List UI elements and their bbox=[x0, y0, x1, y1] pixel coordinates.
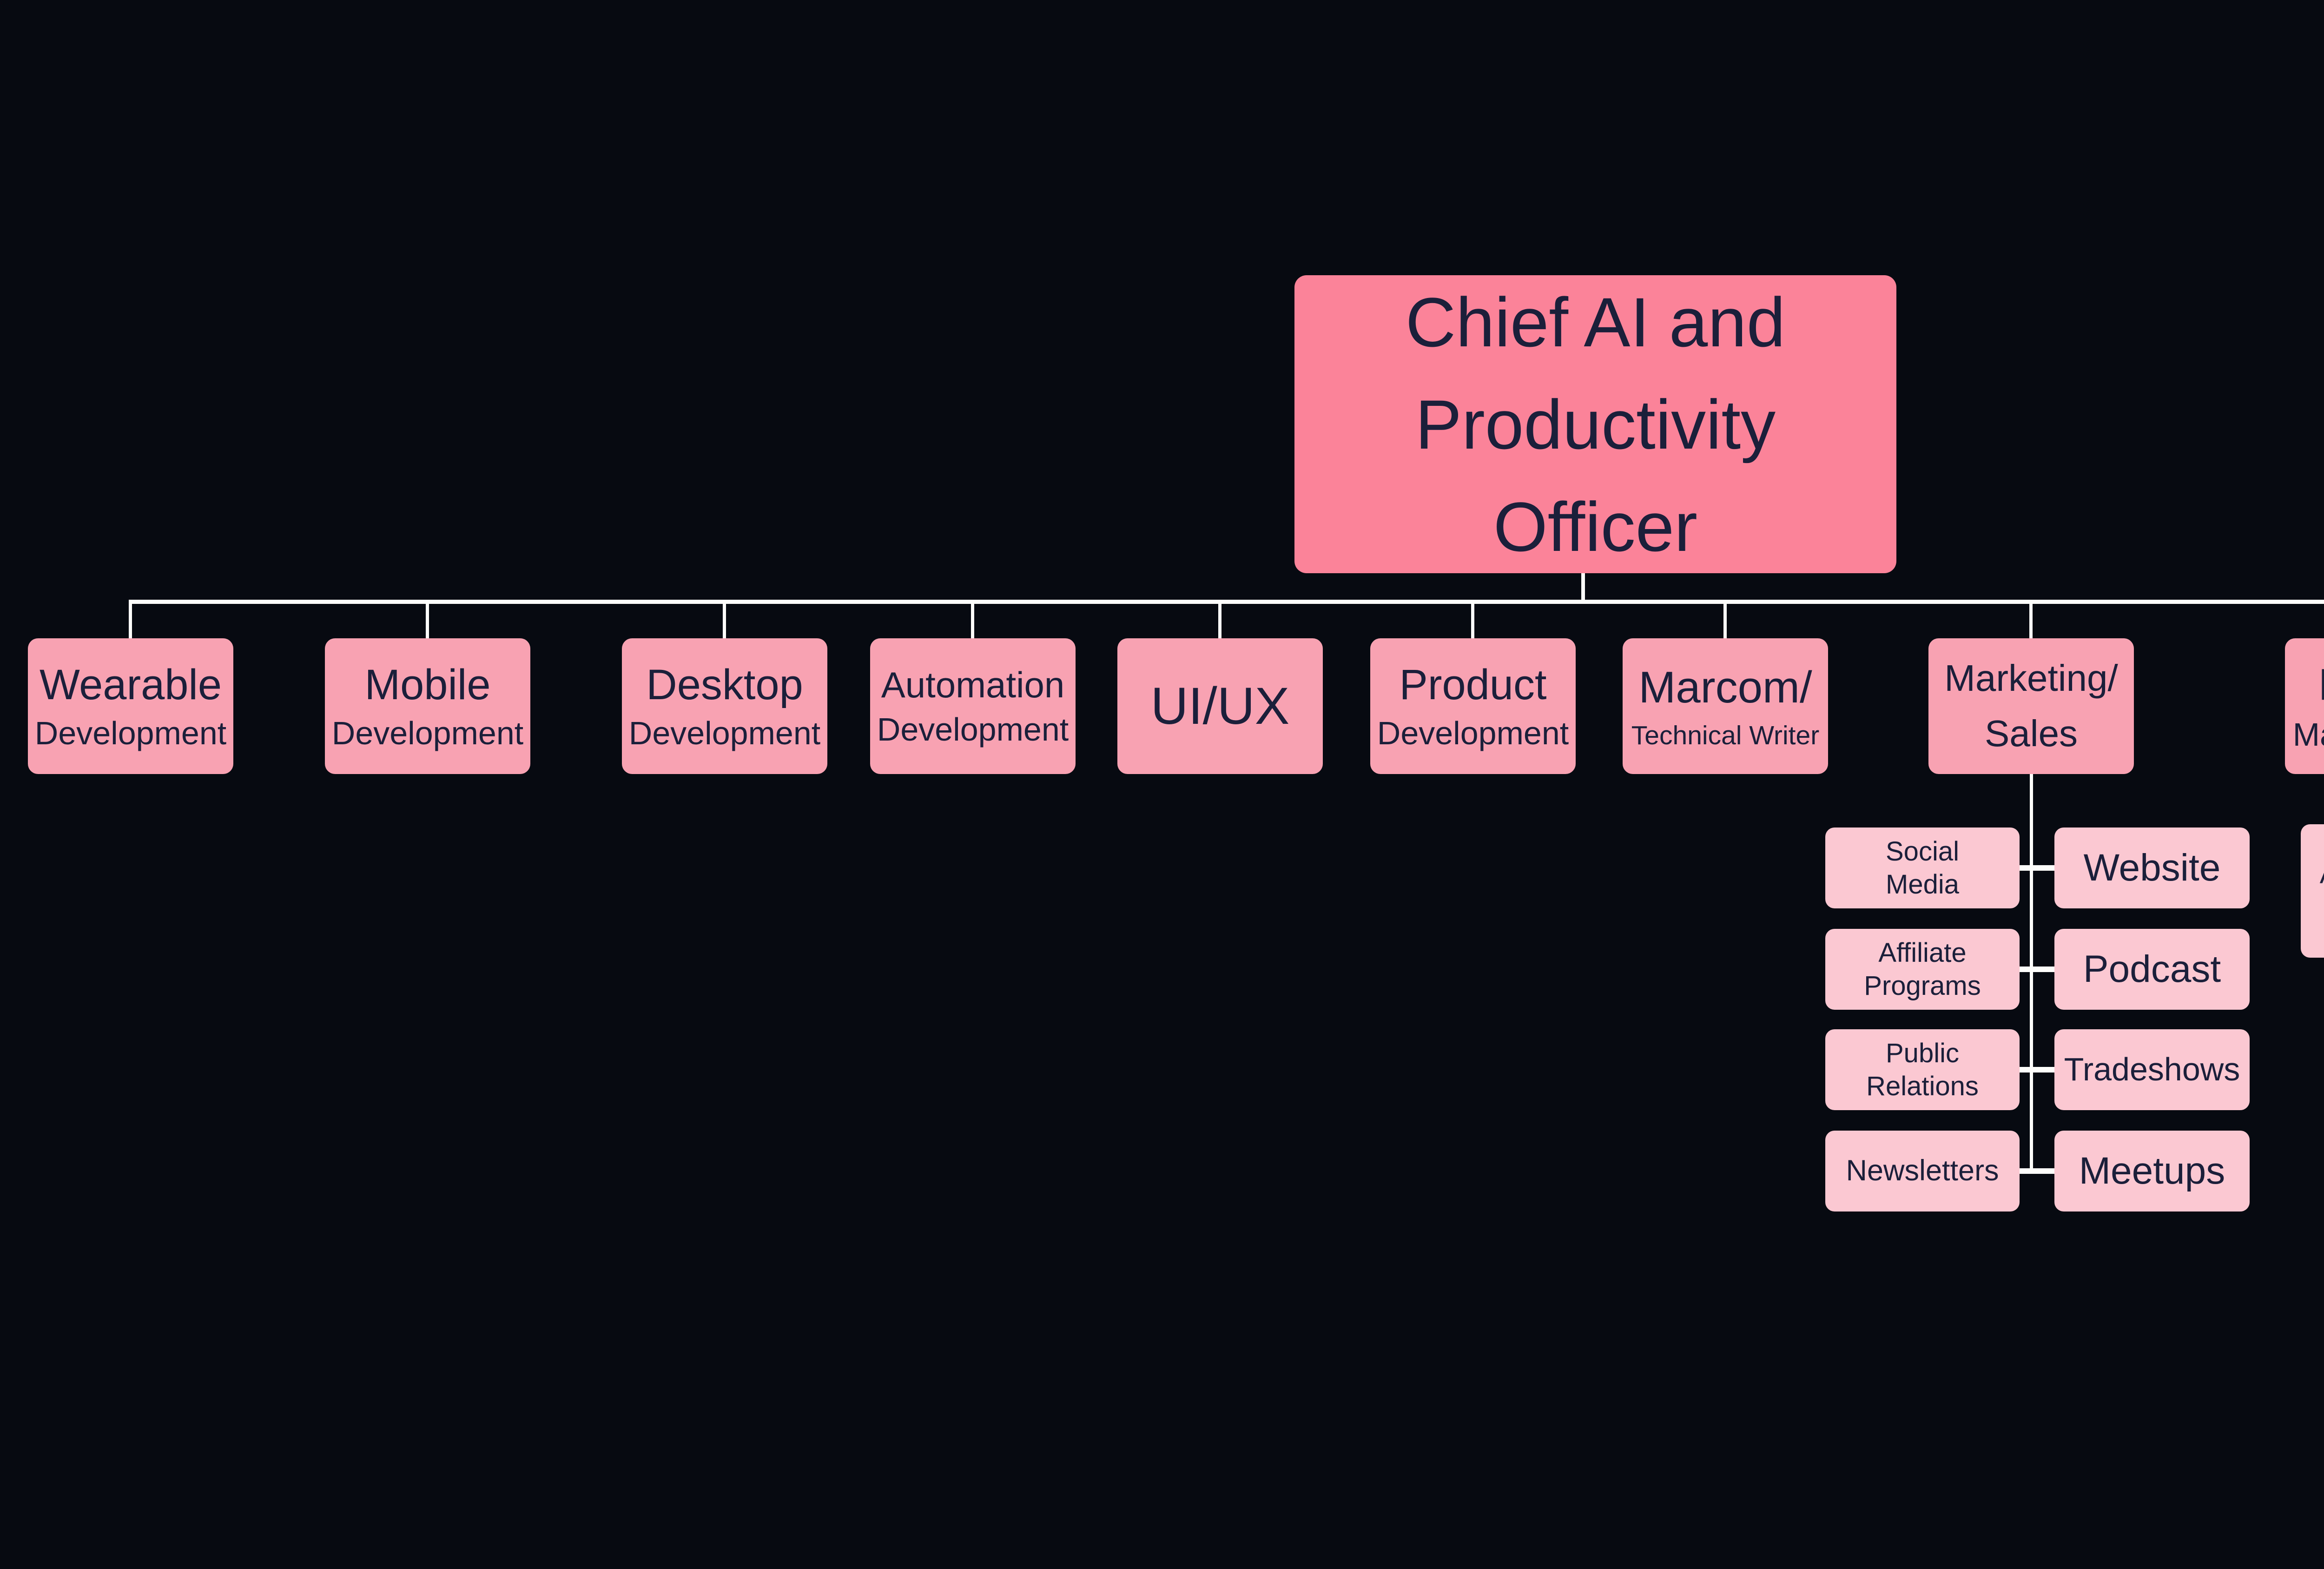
root-label-line3: Officer bbox=[1493, 487, 1697, 566]
org-node-root: Chief AI and Productivity Officer bbox=[1294, 275, 1896, 573]
dept-sublabel: Development bbox=[34, 715, 227, 751]
org-node-automation-development: Automation Development bbox=[870, 638, 1076, 774]
leaf-label: Public bbox=[1886, 1038, 1959, 1068]
dept-sublabel: Sales bbox=[1984, 713, 2078, 754]
dept-label: Marcom/ bbox=[1638, 662, 1812, 713]
org-node-project-management: Project Management bbox=[2285, 638, 2324, 774]
org-node-newsletters: Newsletters bbox=[1825, 1131, 2020, 1212]
connector-marketing-stub-1 bbox=[2020, 865, 2054, 871]
connector-bus bbox=[129, 600, 2324, 604]
org-node-automation-workflow: Automation Workflow bbox=[2301, 824, 2324, 958]
connector-drop-mobile bbox=[426, 602, 429, 639]
dept-sublabel: Development bbox=[877, 711, 1069, 748]
leaf-sublabel: Relations bbox=[1866, 1071, 1979, 1101]
org-node-website: Website bbox=[2054, 828, 2250, 908]
leaf-label: Affiliate bbox=[1878, 937, 1967, 968]
connector-marketing-vline bbox=[2030, 773, 2033, 1172]
connector-root-trunk bbox=[1581, 573, 1585, 601]
connector-marketing-stub-2 bbox=[2020, 967, 2054, 972]
leaf-label: Podcast bbox=[2083, 948, 2221, 991]
dept-label: Automation bbox=[881, 664, 1065, 706]
dept-label: UI/UX bbox=[1150, 677, 1290, 735]
connector-drop-wearable bbox=[129, 602, 132, 639]
org-node-podcast: Podcast bbox=[2054, 929, 2250, 1010]
dept-sublabel: Technical Writer bbox=[1631, 720, 1820, 750]
leaf-sublabel: Programs bbox=[1864, 971, 1981, 1001]
connector-marketing-stub-4 bbox=[2020, 1168, 2054, 1174]
dept-label: Marketing/ bbox=[1944, 657, 2118, 699]
dept-sublabel: Management bbox=[2292, 716, 2324, 753]
org-node-social-media: Social Media bbox=[1825, 828, 2020, 908]
dept-label: Project bbox=[2318, 659, 2324, 710]
leaf-label: Social bbox=[1886, 836, 1959, 867]
org-node-uiux: UI/UX bbox=[1117, 638, 1323, 774]
dept-label: Desktop bbox=[646, 661, 803, 709]
connector-drop-marketing bbox=[2029, 602, 2033, 639]
leaf-sublabel: Media bbox=[1886, 869, 1959, 900]
leaf-label: Tradeshows bbox=[2064, 1051, 2240, 1088]
root-label-line2: Productivity bbox=[1415, 385, 1776, 463]
connector-drop-product bbox=[1471, 602, 1474, 639]
leaf-label: Newsletters bbox=[1846, 1154, 1999, 1187]
org-node-marcom-technical-writer: Marcom/ Technical Writer bbox=[1623, 638, 1828, 774]
dept-sublabel: Development bbox=[1377, 715, 1569, 751]
org-node-marketing-sales: Marketing/ Sales bbox=[1928, 638, 2134, 774]
org-node-meetups: Meetups bbox=[2054, 1131, 2250, 1212]
connector-drop-marcom bbox=[1723, 602, 1727, 639]
dept-label: Mobile bbox=[364, 661, 491, 709]
root-label-line1: Chief AI and bbox=[1405, 283, 1786, 361]
connector-marketing-stub-3 bbox=[2020, 1067, 2054, 1072]
leaf-label: Automation bbox=[2320, 859, 2324, 890]
dept-sublabel: Development bbox=[331, 715, 524, 751]
org-node-tradeshows: Tradeshows bbox=[2054, 1029, 2250, 1110]
org-node-affiliate-programs: Affiliate Programs bbox=[1825, 929, 2020, 1010]
connector-drop-desktop bbox=[723, 602, 726, 639]
dept-label: Wearable bbox=[39, 661, 222, 709]
org-node-desktop-development: Desktop Development bbox=[622, 638, 827, 774]
dept-label: Product bbox=[1399, 661, 1547, 709]
connector-drop-uiux bbox=[1218, 602, 1221, 639]
org-node-public-relations: Public Relations bbox=[1825, 1029, 2020, 1110]
leaf-label: Meetups bbox=[2079, 1150, 2225, 1192]
org-node-wearable-development: Wearable Development bbox=[28, 638, 233, 774]
dept-sublabel: Development bbox=[628, 715, 821, 751]
leaf-label: Website bbox=[2083, 847, 2221, 889]
org-node-product-development: Product Development bbox=[1370, 638, 1576, 774]
connector-drop-automation bbox=[971, 602, 974, 639]
org-node-mobile-development: Mobile Development bbox=[325, 638, 530, 774]
